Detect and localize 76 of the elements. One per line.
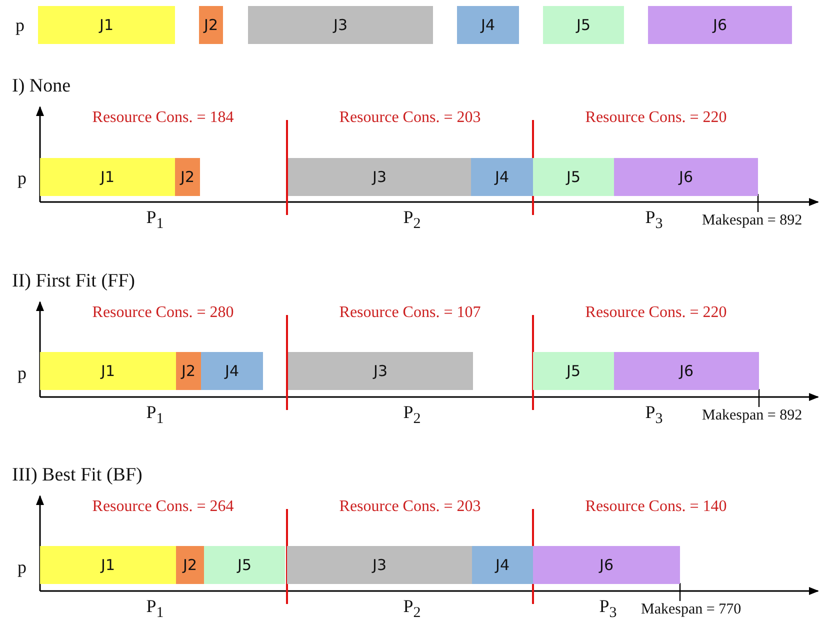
section-title: I) None xyxy=(12,76,71,96)
job-bar xyxy=(614,352,759,390)
job-bar xyxy=(533,158,614,196)
job-bar xyxy=(457,6,519,44)
job-label: J6 xyxy=(680,362,694,380)
job-bar xyxy=(288,352,473,390)
job-bar xyxy=(471,158,533,196)
job-label: J6 xyxy=(713,16,727,34)
resource-consumption: Resource Cons. = 264 xyxy=(92,499,234,515)
job-label: J2 xyxy=(204,16,218,34)
job-bar xyxy=(248,6,433,44)
job-label: J5 xyxy=(576,16,590,34)
makespan-label: Makespan = 770 xyxy=(641,602,742,618)
job-label: J2 xyxy=(183,556,197,574)
partition-label: P$_{2}$ xyxy=(403,208,421,232)
partition-label: P$_{2}$ xyxy=(403,403,421,427)
job-bar xyxy=(176,546,204,584)
job-label: J1 xyxy=(101,556,115,574)
job-label: J3 xyxy=(334,16,348,34)
job-label: J5 xyxy=(566,168,580,186)
job-label: J4 xyxy=(496,556,510,574)
job-bar xyxy=(287,546,472,584)
job-label: J1 xyxy=(101,362,115,380)
job-bar xyxy=(176,352,201,390)
job-bar xyxy=(40,546,176,584)
job-label: J4 xyxy=(495,168,509,186)
resource-consumption: Resource Cons. = 280 xyxy=(92,305,234,321)
resource-label: p xyxy=(18,364,26,382)
job-label: J5 xyxy=(238,556,252,574)
partition-label: P$_{3}$ xyxy=(645,403,663,427)
job-bar xyxy=(204,546,285,584)
job-label: J4 xyxy=(481,16,495,34)
job-bar xyxy=(543,6,624,44)
job-bar xyxy=(40,352,176,390)
partition-label: P$_{1}$ xyxy=(146,597,164,621)
resource-consumption: Resource Cons. = 203 xyxy=(339,110,481,126)
partition-label: P$_{2}$ xyxy=(403,597,421,621)
job-label: J1 xyxy=(100,168,114,186)
job-label: J3 xyxy=(372,556,386,574)
resource-label: p xyxy=(16,16,24,34)
makespan-label: Makespan = 892 xyxy=(702,408,802,424)
job-bar xyxy=(648,6,792,44)
job-label: J2 xyxy=(182,362,196,380)
job-label: J6 xyxy=(600,556,614,574)
resource-consumption: Resource Cons. = 220 xyxy=(585,110,727,126)
job-bar xyxy=(201,352,263,390)
resource-label: p xyxy=(18,558,26,576)
resource-consumption: Resource Cons. = 107 xyxy=(339,305,481,321)
job-bar xyxy=(199,6,223,44)
partition-label: P$_{3}$ xyxy=(599,597,617,621)
job-bar xyxy=(533,546,680,584)
job-bar xyxy=(288,158,471,196)
job-bar xyxy=(533,352,614,390)
resource-consumption: Resource Cons. = 220 xyxy=(585,305,727,321)
section-title: III) Best Fit (BF) xyxy=(12,466,142,484)
job-label: J1 xyxy=(100,16,114,34)
job-label: J6 xyxy=(679,168,693,186)
job-label: J2 xyxy=(180,168,194,186)
job-bar xyxy=(40,158,175,196)
job-label: J4 xyxy=(225,362,239,380)
job-bar xyxy=(38,6,175,44)
section-title: II) First Fit (FF) xyxy=(12,272,135,290)
partition-label: P$_{1}$ xyxy=(146,403,164,427)
job-label: J3 xyxy=(372,168,386,186)
partition-label: P$_{1}$ xyxy=(146,208,164,232)
resource-consumption: Resource Cons. = 203 xyxy=(339,499,481,515)
job-bar xyxy=(614,158,758,196)
job-bar xyxy=(175,158,200,196)
makespan-label: Makespan = 892 xyxy=(702,214,802,228)
job-label: J5 xyxy=(566,362,580,380)
job-bar xyxy=(472,546,533,584)
partition-label: P$_{3}$ xyxy=(645,208,663,232)
resource-label: p xyxy=(18,169,26,187)
resource-consumption: Resource Cons. = 184 xyxy=(92,110,234,126)
resource-consumption: Resource Cons. = 140 xyxy=(585,499,727,515)
job-label: J3 xyxy=(374,362,388,380)
